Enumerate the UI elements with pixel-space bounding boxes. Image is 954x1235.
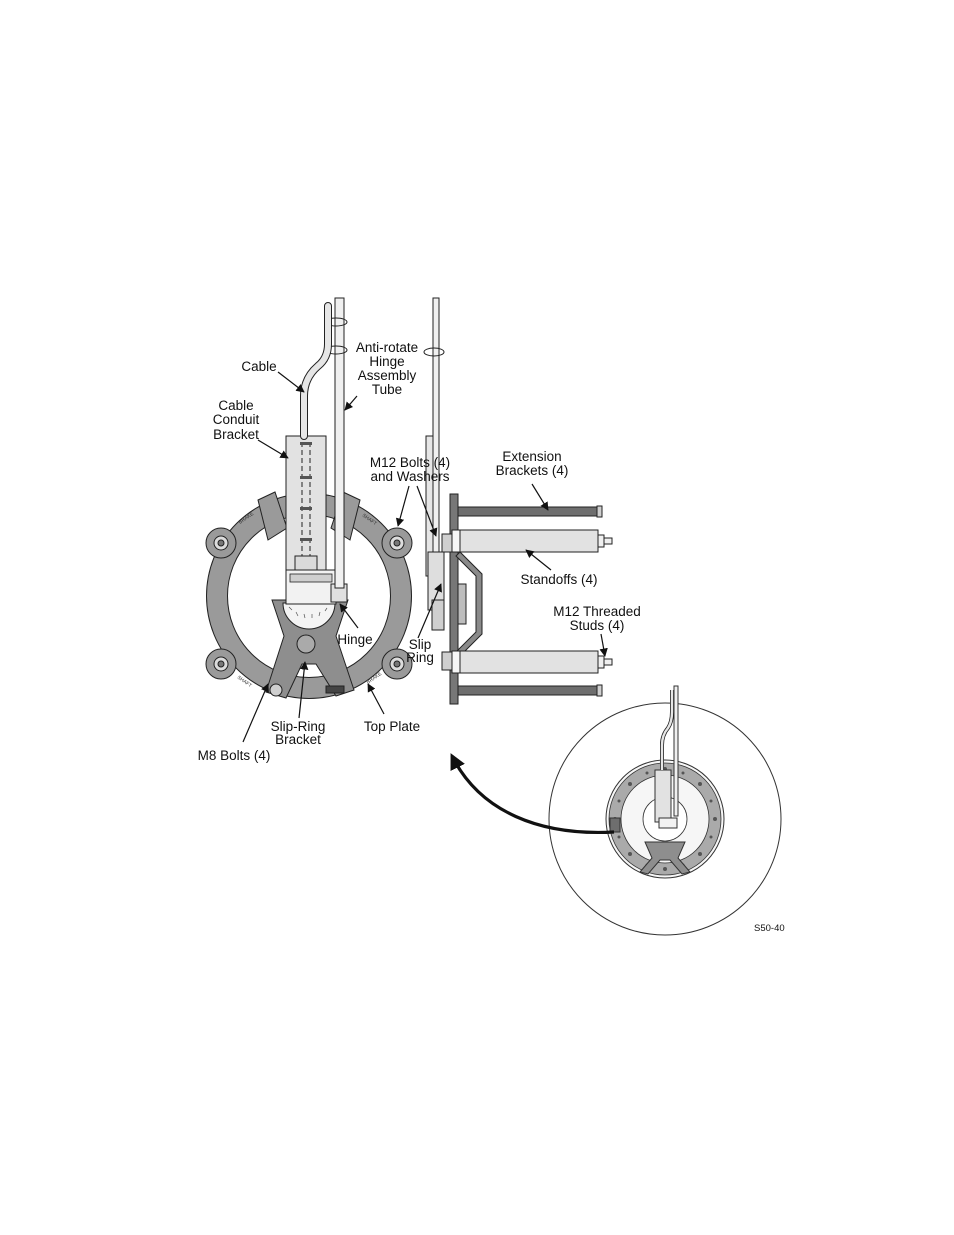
label-m12-studs-1: M12 Threaded — [553, 604, 641, 619]
label-top-plate: Top Plate — [364, 719, 420, 734]
standoffs — [451, 529, 599, 674]
label-hinge: Hinge — [337, 632, 372, 647]
cable-conduit-bracket — [285, 435, 327, 577]
label-slip-ring-bracket-1: Slip-Ring — [271, 719, 326, 734]
label-m12-bolts-1: M12 Bolts (4) — [370, 455, 450, 470]
leader-lines — [242, 371, 608, 743]
label-extension-2: Brackets (4) — [496, 463, 569, 478]
side-view — [423, 297, 613, 705]
anti-rotate-tube — [334, 297, 345, 589]
figure-id: S50-40 — [754, 923, 785, 934]
label-slip-ring-1: Slip — [409, 637, 432, 652]
label-cable-conduit-1: Cable — [218, 398, 253, 413]
lug-bolts — [213, 535, 405, 672]
label-m8-bolts: M8 Bolts (4) — [198, 748, 271, 763]
label-slip-ring-2: Ring — [406, 650, 434, 665]
label-anti-rotate-4: Tube — [372, 382, 402, 397]
label-anti-rotate-3: Assembly — [358, 368, 417, 383]
label-cable: Cable — [241, 359, 276, 374]
index-dial — [282, 602, 336, 630]
callout-labels: Cable Anti-rotate Hinge Assembly Tube Ca… — [198, 340, 785, 934]
label-m12-bolts-2: and Washers — [370, 469, 449, 484]
callout-arrow — [450, 753, 615, 835]
side-tube — [432, 297, 440, 554]
label-standoffs: Standoffs (4) — [520, 572, 597, 587]
label-extension-1: Extension — [502, 449, 561, 464]
top-plate-view: BRAKE SHAFT SHAFT BRAKE — [205, 297, 413, 699]
label-slip-ring-bracket-2: Bracket — [275, 732, 321, 747]
slip-ring-bracket — [265, 599, 355, 699]
threaded-studs — [597, 534, 613, 669]
label-cable-conduit-2: Conduit — [213, 412, 260, 427]
label-m12-studs-2: Studs (4) — [570, 618, 625, 633]
label-anti-rotate-1: Anti-rotate — [356, 340, 418, 355]
label-anti-rotate-2: Hinge — [369, 354, 404, 369]
label-cable-conduit-3: Bracket — [213, 427, 259, 442]
overview-inset — [548, 685, 782, 936]
extension-brackets — [457, 505, 603, 697]
